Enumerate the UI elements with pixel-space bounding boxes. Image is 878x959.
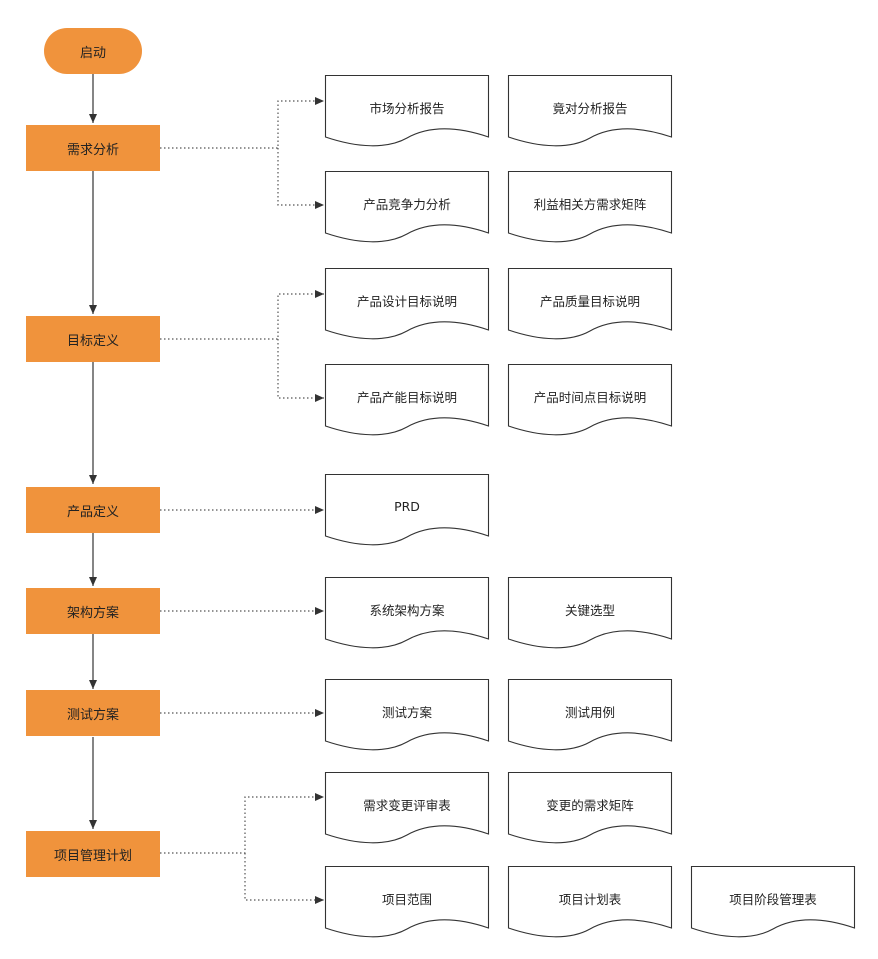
document-shape bbox=[507, 678, 673, 751]
doc-project-scope: 项目范围 bbox=[324, 865, 490, 938]
document-shape bbox=[324, 678, 490, 751]
document-shape bbox=[324, 771, 490, 844]
doc-timeline-goals: 产品时间点目标说明 bbox=[507, 363, 673, 436]
branch-requirements-top bbox=[160, 97, 324, 149]
doc-label: 关键选型 bbox=[564, 602, 615, 618]
step-test-plan: 测试方案 bbox=[26, 690, 160, 736]
doc-product-competitiveness: 产品竞争力分析 bbox=[324, 170, 490, 243]
doc-label: 产品产能目标说明 bbox=[356, 389, 457, 405]
start-terminal: 启动 bbox=[44, 28, 142, 74]
doc-label: 竟对分析报告 bbox=[552, 100, 628, 116]
document-shape bbox=[507, 267, 673, 340]
branch-project-bottom bbox=[244, 853, 324, 904]
doc-label: 产品质量目标说明 bbox=[539, 293, 640, 309]
doc-competitor-report: 竟对分析报告 bbox=[507, 74, 673, 147]
doc-test-plan: 测试方案 bbox=[324, 678, 490, 751]
doc-key-selection: 关键选型 bbox=[507, 576, 673, 649]
doc-test-cases: 测试用例 bbox=[507, 678, 673, 751]
document-shape bbox=[507, 865, 673, 938]
step-project-management-plan: 项目管理计划 bbox=[26, 831, 160, 877]
document-shape bbox=[324, 576, 490, 649]
doc-capacity-goals: 产品产能目标说明 bbox=[324, 363, 490, 436]
document-shape bbox=[324, 74, 490, 147]
doc-system-architecture: 系统架构方案 bbox=[324, 576, 490, 649]
doc-label: 测试方案 bbox=[381, 704, 432, 720]
doc-label: 测试用例 bbox=[564, 704, 615, 720]
document-shape bbox=[507, 74, 673, 147]
doc-stakeholder-matrix: 利益相关方需求矩阵 bbox=[507, 170, 673, 243]
step-architecture-plan: 架构方案 bbox=[26, 588, 160, 634]
branch-goals-bottom bbox=[277, 339, 324, 402]
document-shape bbox=[690, 865, 856, 938]
branch-goals-top bbox=[160, 290, 324, 340]
doc-label: 项目计划表 bbox=[558, 891, 622, 907]
doc-prd: PRD bbox=[324, 473, 490, 546]
step-product-definition: 产品定义 bbox=[26, 487, 160, 533]
doc-label: PRD bbox=[394, 498, 420, 514]
document-shape bbox=[324, 170, 490, 243]
doc-label: 产品设计目标说明 bbox=[356, 293, 457, 309]
doc-market-report: 市场分析报告 bbox=[324, 74, 490, 147]
doc-design-goals: 产品设计目标说明 bbox=[324, 267, 490, 340]
document-shape bbox=[507, 771, 673, 844]
document-shape bbox=[324, 473, 490, 546]
doc-label: 系统架构方案 bbox=[369, 602, 445, 618]
branch-requirements-bottom bbox=[277, 148, 324, 209]
doc-changed-matrix: 变更的需求矩阵 bbox=[507, 771, 673, 844]
document-shape bbox=[507, 576, 673, 649]
doc-label: 需求变更评审表 bbox=[363, 797, 451, 813]
branch-connectors bbox=[160, 97, 324, 904]
branch-project-top bbox=[160, 793, 324, 854]
doc-phase-management: 项目阶段管理表 bbox=[690, 865, 856, 938]
step-goal-definition: 目标定义 bbox=[26, 316, 160, 362]
document-shape bbox=[324, 865, 490, 938]
doc-change-review: 需求变更评审表 bbox=[324, 771, 490, 844]
doc-label: 项目阶段管理表 bbox=[729, 891, 817, 907]
document-shape bbox=[324, 363, 490, 436]
doc-label: 变更的需求矩阵 bbox=[546, 797, 634, 813]
doc-label: 产品时间点目标说明 bbox=[533, 389, 647, 405]
doc-quality-goals: 产品质量目标说明 bbox=[507, 267, 673, 340]
doc-label: 利益相关方需求矩阵 bbox=[533, 196, 647, 212]
doc-project-schedule: 项目计划表 bbox=[507, 865, 673, 938]
doc-label: 产品竞争力分析 bbox=[363, 196, 451, 212]
doc-label: 市场分析报告 bbox=[369, 100, 445, 116]
document-shape bbox=[507, 170, 673, 243]
step-requirements-analysis: 需求分析 bbox=[26, 125, 160, 171]
document-shape bbox=[507, 363, 673, 436]
document-shape bbox=[324, 267, 490, 340]
doc-label: 项目范围 bbox=[381, 891, 432, 907]
